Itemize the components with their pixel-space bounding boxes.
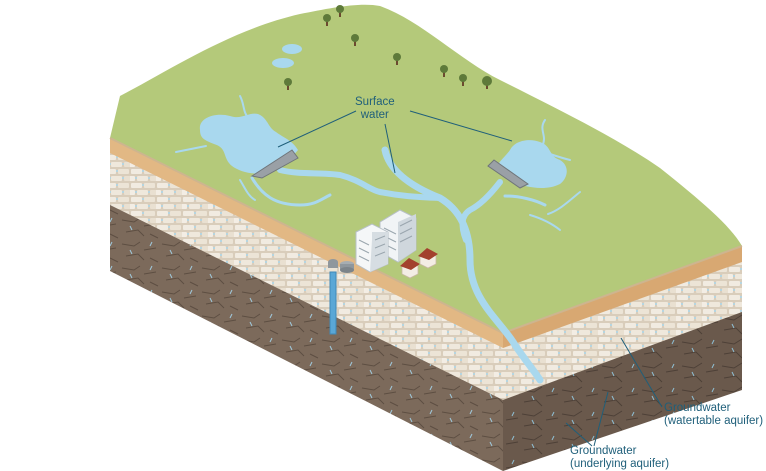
dam-icon [250,149,299,179]
tree-icon [351,34,359,46]
river-tributary [239,179,256,201]
city-building-icon [379,209,417,263]
small-ponds [272,44,302,68]
label-line: Groundwater [664,402,731,414]
pond [282,44,302,54]
right-cross-section [503,246,742,471]
river-branch-left [277,167,443,201]
left-sand-layer [110,138,503,348]
river-tributary [529,214,561,231]
left-aquifer-layer [110,150,503,400]
leader-line [565,422,593,447]
label-line: Groundwater [570,445,637,457]
pond [272,58,294,68]
groundwater-underlying-label: Groundwater (underlying aquifer) [570,445,669,471]
left-reservoir-lake [199,113,298,174]
tree-icon [459,74,467,86]
tree-icon [393,53,401,65]
surface-water-label: Surface water [355,96,395,122]
house-icon [418,248,438,269]
leader-line [409,110,513,142]
leader-line [620,337,663,408]
water-supply [328,259,354,335]
city-buildings [355,209,417,273]
trees [284,5,492,90]
city-building-icon [355,223,389,273]
label-line: Surface [355,96,395,108]
water-tower-icon [328,259,354,273]
land-surface [110,4,742,334]
house-icon [400,258,420,279]
label-line: (underlying aquifer) [570,458,670,470]
river-tributary [547,191,581,215]
leader-line [593,391,609,447]
tree-icon [284,78,292,90]
left-bedrock-layer [110,200,503,471]
tree-icon [440,65,448,77]
well-pipe-icon [329,271,337,335]
groundwater-watertable-label: Groundwater (watertable aquifer) [664,402,763,428]
rivers [175,95,581,384]
leader-line [384,123,396,174]
right-aquifer-layer [503,258,742,400]
stream [175,145,207,153]
tree-icon [323,14,331,26]
dam-icon [487,159,529,189]
leader-lines [277,110,663,447]
river-tributary [250,176,332,207]
houses [400,248,438,279]
left-cross-section [110,138,503,471]
right-sand-layer [503,246,742,348]
main-river [381,146,544,384]
label-line: (watertable aquifer) [664,415,764,427]
right-bedrock-layer [503,308,742,471]
river-branch-right [459,179,503,243]
river-tributary [503,194,547,207]
tree-icon [482,76,492,89]
label-line: water [360,109,389,121]
tree-icon [336,5,344,17]
leader-line [277,110,357,148]
